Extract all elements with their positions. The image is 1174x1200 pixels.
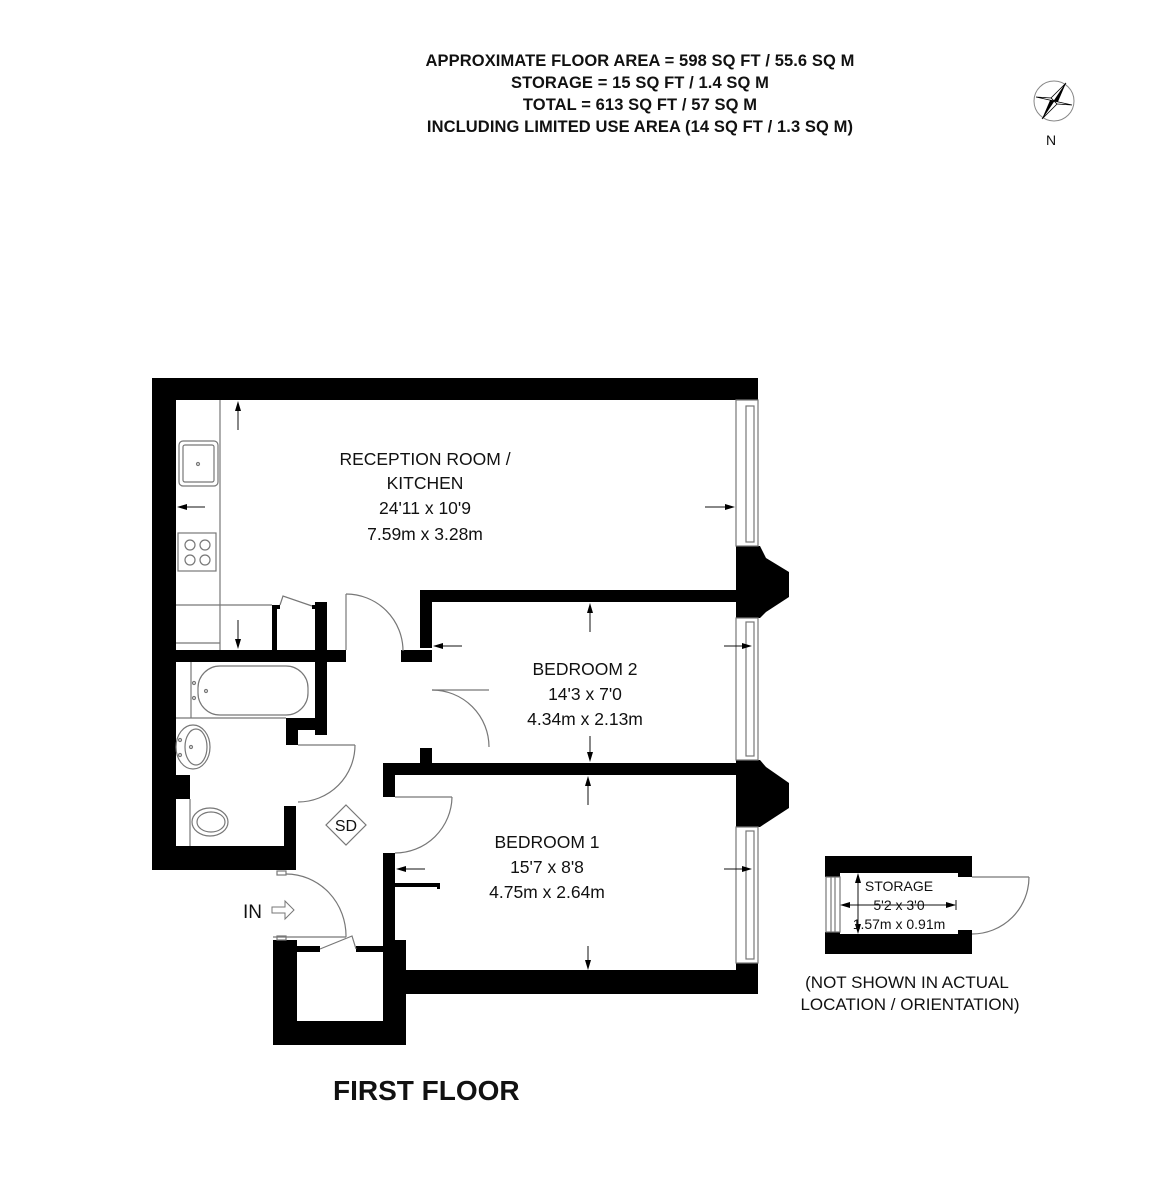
reception-name-line2: KITCHEN [387, 473, 464, 493]
washbasin-icon [175, 724, 211, 770]
bedroom1-metric: 4.75m x 2.64m [489, 882, 605, 902]
bedroom2-imperial: 14'3 x 7'0 [548, 684, 622, 704]
hob-icon [177, 532, 217, 572]
reception-name-line1: RECEPTION ROOM / [339, 449, 510, 469]
storage-area-line: STORAGE = 15 SQ FT / 1.4 SQ M [511, 74, 769, 92]
storage-imperial: 5'2 x 3'0 [873, 897, 924, 913]
smoke-detector-label: SD [335, 818, 357, 835]
storage-note-line1: (NOT SHOWN IN ACTUAL [805, 973, 1009, 992]
limited-use-area-line: INCLUDING LIMITED USE AREA (14 SQ FT / 1… [426, 118, 854, 136]
smoke-detector-icon: SD [325, 804, 367, 846]
entrance-label: IN [243, 902, 262, 923]
sink-icon [178, 440, 219, 487]
storage-name: STORAGE [865, 878, 933, 894]
storage-metric: 1.57m x 0.91m [853, 916, 946, 932]
kitchen-worktop [176, 400, 272, 650]
reception-imperial: 24'11 x 10'9 [379, 498, 471, 518]
dimension-arrows [177, 401, 752, 970]
entrance-arrow-icon [271, 899, 295, 921]
bedroom1-name: BEDROOM 1 [494, 832, 599, 852]
windows [735, 399, 759, 964]
reception-metric: 7.59m x 3.28m [367, 524, 483, 544]
area-summary: APPROXIMATE FLOOR AREA = 598 SQ FT / 55.… [340, 50, 940, 138]
bedroom2-name: BEDROOM 2 [532, 659, 637, 679]
cupboard-door [279, 595, 313, 607]
bedroom1-imperial: 15'7 x 8'8 [510, 857, 584, 877]
north-label: N [1046, 132, 1057, 148]
walls [152, 378, 789, 1045]
floor-title: FIRST FLOOR [333, 1075, 520, 1106]
bedroom2-metric: 4.34m x 2.13m [527, 709, 643, 729]
toilet-icon [189, 799, 229, 846]
doors [273, 593, 490, 950]
bathtub-icon [176, 662, 309, 719]
compass-rose-icon [1033, 80, 1075, 122]
floor-area-line: APPROXIMATE FLOOR AREA = 598 SQ FT / 55.… [425, 52, 855, 70]
total-area-line: TOTAL = 613 SQ FT / 57 SQ M [522, 96, 758, 114]
storage-note-line2: LOCATION / ORIENTATION) [800, 995, 1019, 1014]
storage-unit [825, 856, 1030, 954]
